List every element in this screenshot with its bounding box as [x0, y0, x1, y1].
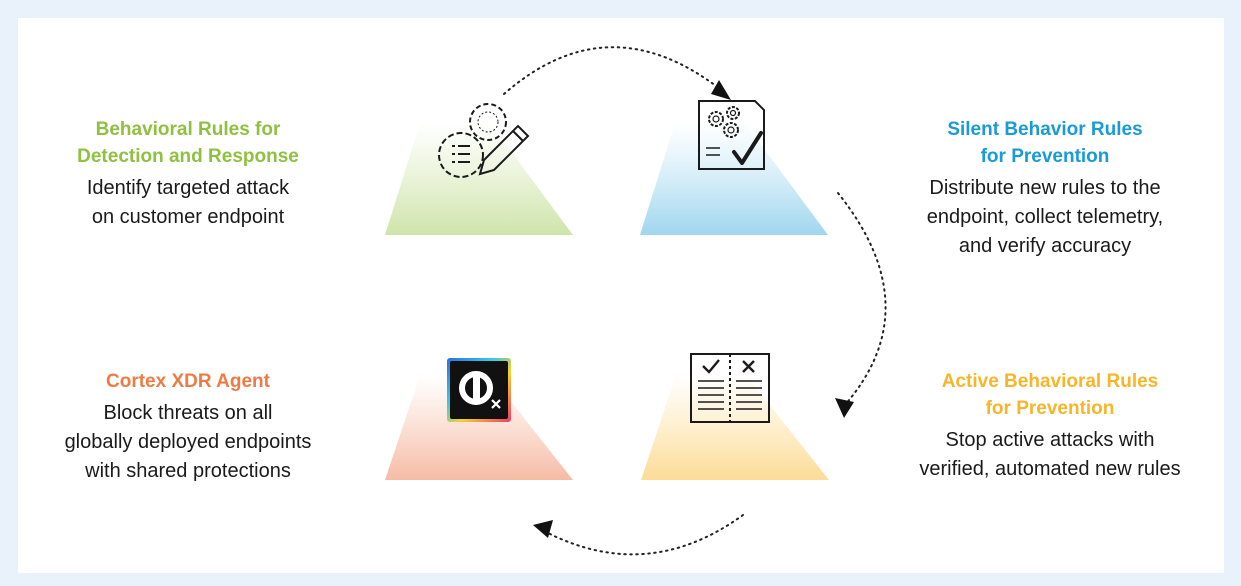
step-description: Identify targeted attack on customer end… — [86, 177, 290, 228]
step-description: Stop active attacks with verified, autom… — [919, 429, 1181, 480]
gears-checklist-pencil-icon — [438, 103, 530, 178]
gears-document-checkmark-icon — [698, 100, 765, 170]
step-description: Distribute new rules to the endpoint, co… — [926, 177, 1164, 257]
pedestal-green — [385, 123, 573, 235]
step-title: Active Behavioral Rules for Prevention — [941, 371, 1159, 419]
step-description: Block threats on all globally deployed e… — [64, 402, 312, 482]
pedestal-orange — [385, 375, 573, 480]
arrowhead-right — [835, 398, 854, 418]
diagram-canvas: Behavioral Rules for Detection and Respo… — [18, 18, 1224, 573]
step-cortex-xdr: Cortex XDR Agent Block threats on all gl… — [38, 368, 338, 486]
step-title: Behavioral Rules for Detection and Respo… — [77, 119, 299, 167]
arrow-top — [503, 46, 721, 95]
arrow-right — [837, 192, 887, 407]
cycle-graphics — [385, 46, 887, 556]
step-active-behavioral: Active Behavioral Rules for Prevention S… — [890, 368, 1210, 484]
pedestal-blue — [640, 123, 828, 235]
arrowhead-top — [711, 80, 731, 100]
arrowhead-bottom — [533, 520, 553, 538]
step-behavioral-detection: Behavioral Rules for Detection and Respo… — [48, 116, 328, 232]
step-title: Cortex XDR Agent — [106, 371, 270, 392]
open-book-check-x-icon — [690, 353, 770, 423]
cortex-xdr-logo-icon — [447, 358, 511, 422]
arrow-bottom — [545, 514, 744, 556]
pedestal-yellow — [641, 375, 829, 480]
step-title: Silent Behavior Rules for Prevention — [947, 119, 1143, 167]
step-silent-behavior: Silent Behavior Rules for Prevention Dis… — [890, 116, 1200, 261]
